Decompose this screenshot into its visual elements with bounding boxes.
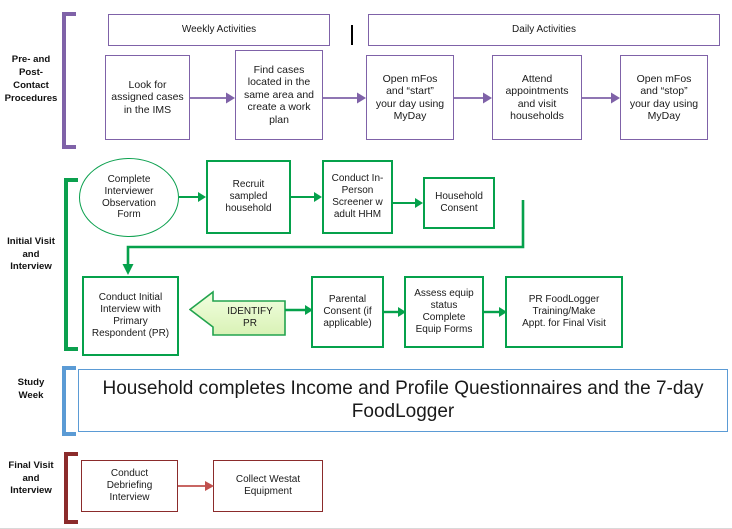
arrow-look-to-find	[190, 90, 236, 106]
stage-label-pre-post: Pre- and Post-Contact Procedures	[4, 54, 58, 104]
step-find-cases-work-plan[interactable]: Find cases located in the same area and …	[235, 50, 323, 140]
arrow-attend-to-mfos-stop	[582, 90, 621, 106]
banner-study-week: Household completes Income and Profile Q…	[78, 369, 728, 432]
arrow-find-to-mfos-start	[323, 90, 367, 106]
band-separator-tick	[351, 25, 353, 45]
band-daily-activities: Daily Activities	[368, 14, 720, 46]
step-conduct-debriefing-interview[interactable]: Conduct Debriefing Interview	[81, 460, 178, 512]
connector-consent-to-initial-interview	[122, 200, 530, 282]
arrow-assess-equip-to-foodlogger	[484, 304, 508, 320]
arrow-observation-to-recruit	[179, 189, 207, 205]
step-household-consent[interactable]: Household Consent	[423, 177, 495, 229]
arrow-parental-consent-to-assess-equip	[384, 304, 407, 320]
step-parental-consent[interactable]: Parental Consent (if applicable)	[311, 276, 384, 348]
stage-label-final-visit: Final Visit and Interview	[8, 459, 54, 497]
step-interviewer-observation-form[interactable]: Complete Interviewer Observation Form	[79, 158, 179, 237]
bracket-study-week	[62, 366, 76, 436]
step-recruit-sampled-household[interactable]: Recruit sampled household	[206, 160, 291, 234]
arrow-identify-pr-to-parental-consent	[285, 302, 314, 318]
step-conduct-initial-interview[interactable]: Conduct Initial Interview with Primary R…	[82, 276, 179, 356]
band-weekly-activities: Weekly Activities	[108, 14, 330, 46]
stage-label-study-week: Study Week	[17, 377, 45, 401]
bracket-initial-visit	[64, 178, 78, 351]
step-attend-appointments[interactable]: Attend appointments and visit households	[492, 55, 582, 140]
step-collect-westat-equipment[interactable]: Collect Westat Equipment	[213, 460, 323, 512]
stage-label-initial-visit: Initial Visit and Interview	[7, 235, 55, 273]
step-pr-foodlogger-training[interactable]: PR FoodLogger Training/Make Appt. for Fi…	[505, 276, 623, 348]
step-identify-pr[interactable]: IDENTIFY PR	[188, 283, 287, 336]
step-look-for-cases[interactable]: Look for assigned cases in the IMS	[105, 55, 190, 140]
bracket-pre-post	[62, 12, 76, 149]
arrow-mfos-start-to-attend	[454, 90, 493, 106]
arrow-recruit-to-screener	[291, 189, 323, 205]
bracket-final-visit	[64, 452, 78, 524]
step-assess-equip-status[interactable]: Assess equip status Complete Equip Forms	[404, 276, 484, 348]
step-in-person-screener[interactable]: Conduct In- Person Screener w adult HHM	[322, 160, 393, 234]
step-open-mfos-start[interactable]: Open mFos and “start” your day using MyD…	[366, 55, 454, 140]
arrow-screener-to-consent	[393, 195, 424, 211]
step-open-mfos-stop[interactable]: Open mFos and “stop” your day using MyDa…	[620, 55, 708, 140]
arrow-debriefing-to-collect-equipment	[178, 478, 215, 494]
